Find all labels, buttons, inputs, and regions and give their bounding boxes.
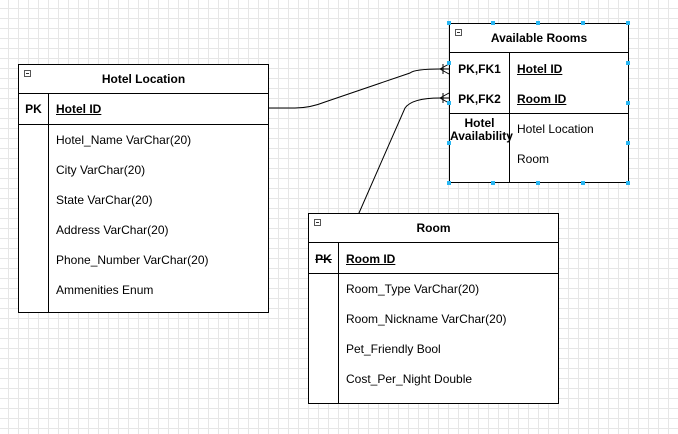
entity-header[interactable]: Available Rooms xyxy=(450,24,628,53)
collapse-icon[interactable] xyxy=(314,219,321,226)
pk-label: PK xyxy=(25,102,42,116)
entity-title: Room xyxy=(416,221,451,235)
entity-header[interactable]: Hotel Location xyxy=(19,65,268,94)
collapse-icon[interactable] xyxy=(24,70,31,77)
field-row[interactable]: City VarChar(20) xyxy=(56,163,146,177)
entity-room[interactable]: Room PK Room ID Room_Type VarChar(20) Ro… xyxy=(308,213,559,404)
field-row[interactable]: Cost_Per_Night Double xyxy=(346,372,473,386)
pk-field[interactable]: Hotel ID xyxy=(517,62,563,76)
field-row[interactable]: Room xyxy=(517,152,550,166)
key-label: PK,FK2 xyxy=(458,92,501,106)
entity-header[interactable]: Room xyxy=(309,214,558,243)
entity-title: Hotel Location xyxy=(101,72,186,86)
field-row[interactable]: Room_Type VarChar(20) xyxy=(346,282,480,296)
collapse-icon[interactable] xyxy=(455,29,462,36)
field-row[interactable]: Phone_Number VarChar(20) xyxy=(56,253,209,267)
pk-field[interactable]: Room ID xyxy=(517,92,567,106)
field-row[interactable]: Hotel Location xyxy=(517,122,594,136)
field-row[interactable]: Pet_Friendly Bool xyxy=(346,342,441,356)
key-label: PK,FK1 xyxy=(458,62,501,76)
entity-hotel-location[interactable]: Hotel Location PK Hotel ID Hotel_Name Va… xyxy=(18,64,269,313)
entity-available-rooms[interactable]: Available Rooms PK,FK1 Hotel ID PK,FK2 R… xyxy=(449,23,629,183)
field-row[interactable]: Ammenities Enum xyxy=(56,283,154,297)
hotel-to-available-link xyxy=(269,68,441,109)
field-row[interactable]: Address VarChar(20) xyxy=(56,223,169,237)
pk-field[interactable]: Hotel ID xyxy=(56,102,102,116)
field-row[interactable]: Room_Nickname VarChar(20) xyxy=(346,312,507,326)
group-label: Hotel Availability xyxy=(450,116,513,143)
entity-title: Available Rooms xyxy=(490,31,588,45)
crowsfoot-hotel-icon xyxy=(439,63,450,75)
field-row[interactable]: State VarChar(20) xyxy=(56,193,153,207)
field-row[interactable]: Hotel_Name VarChar(20) xyxy=(56,133,192,147)
pk-field[interactable]: Room ID xyxy=(346,252,396,266)
pk-label: PK xyxy=(315,252,332,266)
